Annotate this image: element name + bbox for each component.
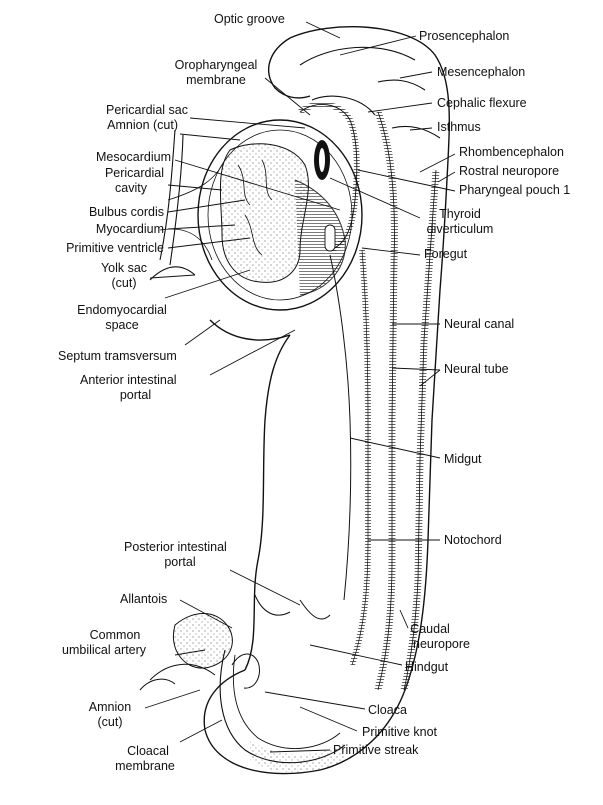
label-oropharyngeal-membrane-1: Oropharyngeal	[174, 58, 258, 72]
leader-lines	[144, 21, 456, 753]
label-midgut: Midgut	[444, 452, 482, 466]
label-notochord: Notochord	[444, 533, 502, 547]
label-isthmus: Isthmus	[437, 120, 481, 134]
label-posterior-intestinal-portal-2: portal	[164, 555, 196, 569]
label-rostral-neuropore: Rostral neuropore	[459, 164, 560, 178]
label-allantois: Allantois	[120, 592, 168, 606]
label-anterior-intestinal-portal-1: Anterior intestinal	[80, 373, 177, 387]
label-prosencephalon: Prosencephalon	[419, 29, 510, 43]
label-endomyocardial-space-1: Endomyocardial	[77, 303, 167, 317]
label-cloacal-membrane-1: Cloacal	[127, 744, 169, 758]
label-caudal-neuropore-1: Caudal	[410, 622, 450, 636]
label-thyroid-diverticulum-1: Thyroid	[439, 207, 481, 221]
label-thyroid-diverticulum-2: diverticulum	[426, 222, 494, 236]
label-primitive-streak: Primitive streak	[333, 743, 419, 757]
label-endomyocardial-space-2: space	[105, 318, 139, 332]
heart-region	[197, 119, 363, 311]
label-hindgut: Hindgut	[405, 660, 449, 674]
label-yolk-sac-1: Yolk sac	[100, 261, 148, 275]
label-anterior-intestinal-portal-2: portal	[119, 388, 152, 402]
label-foregut: Foregut	[424, 247, 468, 261]
label-amnion-cut-bottom-2: (cut)	[97, 715, 123, 729]
label-primitive-ventricle: Primitive ventricle	[66, 241, 164, 255]
notochord-line	[349, 249, 371, 666]
label-mesencephalon: Mesencephalon	[437, 65, 526, 79]
label-septum-transversum: Septum tramsversum	[58, 349, 177, 363]
label-pericardial-sac: Pericardial sac	[106, 103, 188, 117]
label-amnion-cut-bottom-1: Amnion	[88, 700, 132, 714]
label-pericardial-cavity-2: cavity	[115, 181, 147, 195]
brain-vesicles	[299, 46, 441, 139]
label-myocardium: Myocardium	[95, 222, 164, 236]
label-neural-canal: Neural canal	[444, 317, 515, 331]
label-cephalic-flexure: Cephalic flexure	[437, 96, 527, 110]
label-neural-tube: Neural tube	[444, 362, 509, 376]
label-cloaca: Cloaca	[368, 703, 407, 717]
label-cloacal-membrane-2: membrane	[115, 759, 175, 773]
label-optic-groove: Optic groove	[214, 12, 285, 26]
label-oropharyngeal-membrane-2: membrane	[186, 73, 246, 87]
label-mesocardium: Mesocardium	[95, 150, 171, 164]
cloaca-streak	[219, 649, 346, 773]
label-pericardial-cavity-1: Pericardial	[104, 166, 164, 180]
label-primitive-knot: Primitive knot	[362, 725, 438, 739]
neural-tube	[374, 110, 440, 691]
label-amnion-cut-top: Amnion (cut)	[107, 118, 178, 132]
label-common-umbilical-artery-1: Common	[89, 628, 141, 642]
label-caudal-neuropore-2: neuropore	[413, 637, 470, 651]
label-rhombencephalon: Rhombencephalon	[459, 145, 564, 159]
label-common-umbilical-artery-2: umbilical artery	[62, 643, 147, 657]
label-bulbus-cordis: Bulbus cordis	[88, 205, 164, 219]
label-yolk-sac-2: (cut)	[111, 276, 137, 290]
gut-walls	[254, 254, 352, 620]
label-posterior-intestinal-portal-1: Posterior intestinal	[124, 540, 227, 554]
allantois-region	[139, 613, 233, 691]
label-pharyngeal-pouch-1: Pharyngeal pouch 1	[459, 183, 571, 197]
